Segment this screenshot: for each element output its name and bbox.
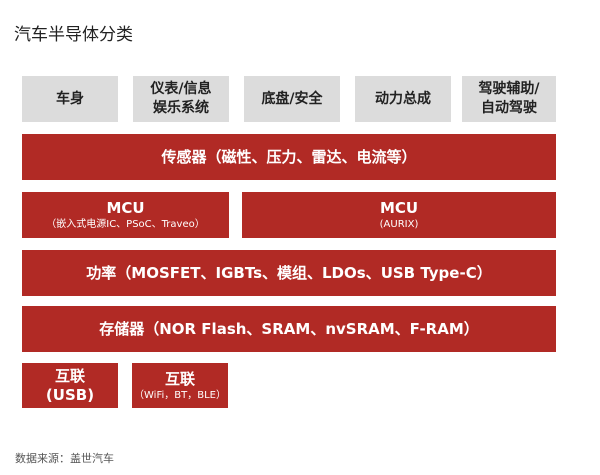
app-chassis: 底盘/安全 <box>244 76 340 122</box>
app-adas: 驾驶辅助/自动驾驶 <box>462 76 556 122</box>
label: 车身 <box>56 90 84 107</box>
label: 传感器（磁性、压力、雷达、电流等） <box>161 147 417 166</box>
interconnect-usb: 互联(USB) <box>22 363 118 408</box>
app-powertrain: 动力总成 <box>355 76 451 122</box>
sublabel: (AURIX) <box>379 219 419 230</box>
label: 驾驶辅助/ <box>478 81 540 97</box>
label: MCU <box>379 199 419 217</box>
memory-bar: 存储器（NOR Flash、SRAM、nvSRAM、F-RAM） <box>22 306 556 352</box>
mcu-left: MCU （嵌入式电源IC、PSoC、Traveo） <box>22 192 229 238</box>
label: 互联 <box>164 369 195 388</box>
source-note: 数据来源：盖世汽车 <box>15 452 114 465</box>
label: 功率（MOSFET、IGBTs、模组、LDOs、USB Type-C） <box>86 263 492 282</box>
sensor-bar: 传感器（磁性、压力、雷达、电流等） <box>22 134 556 180</box>
power-bar: 功率（MOSFET、IGBTs、模组、LDOs、USB Type-C） <box>22 250 556 296</box>
label: 娱乐系统 <box>153 100 209 116</box>
app-body: 车身 <box>22 76 118 122</box>
label: 存储器（NOR Flash、SRAM、nvSRAM、F-RAM） <box>99 319 479 338</box>
sublabel: (USB) <box>45 385 95 404</box>
label: 底盘/安全 <box>261 90 323 107</box>
sublabel: （WiFi，BT，BLE） <box>134 389 226 401</box>
label: 动力总成 <box>375 90 431 107</box>
interconnect-wireless: 互联（WiFi，BT，BLE） <box>132 363 228 408</box>
label: 自动驾驶 <box>481 100 537 116</box>
mcu-right: MCU (AURIX) <box>242 192 556 238</box>
label: MCU <box>106 199 145 217</box>
label: 互联 <box>54 366 85 385</box>
label: 仪表/信息 <box>150 81 212 97</box>
sublabel: （嵌入式电源IC、PSoC、Traveo） <box>46 219 205 230</box>
app-infotainment: 仪表/信息娱乐系统 <box>133 76 229 122</box>
page-title: 汽车半导体分类 <box>14 25 133 45</box>
